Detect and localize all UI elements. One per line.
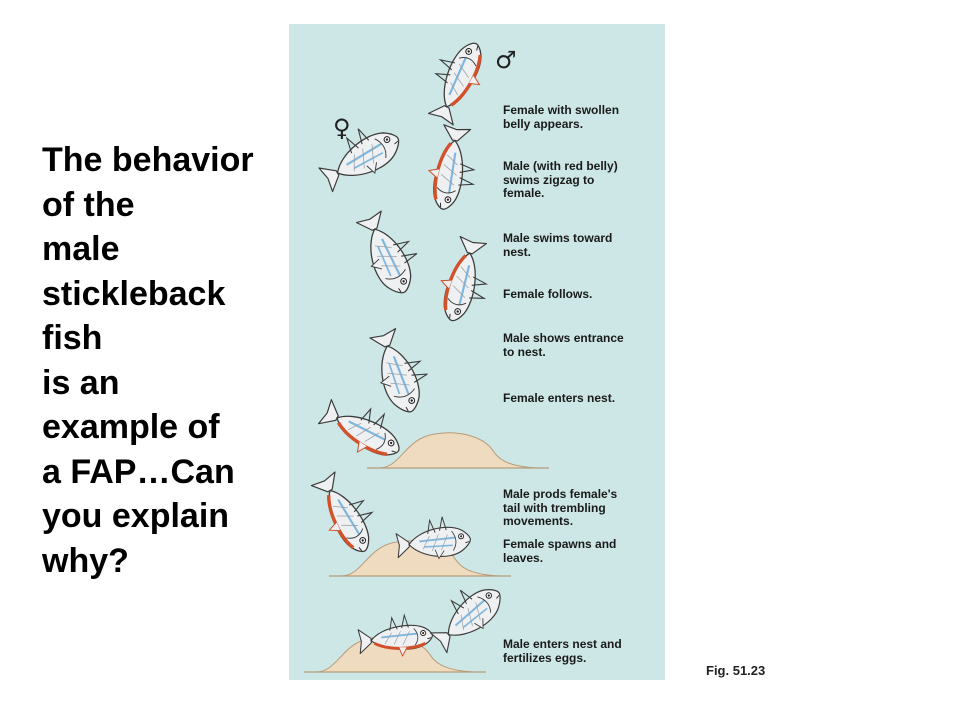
step-label: Male swims toward nest.: [503, 231, 613, 259]
slide-body-text: The behavior of the male stickleback fis…: [42, 138, 292, 583]
text-line: fish: [42, 319, 103, 357]
step-label: Male prods female's tail with trembling …: [503, 487, 618, 528]
female-fish-icon: [364, 322, 439, 420]
text-line: a FAP…Can: [42, 452, 235, 491]
male-fish-icon: [303, 464, 389, 563]
male-fish-icon: [430, 233, 500, 329]
text-line: of the: [42, 185, 135, 224]
text-line: stickleback: [42, 274, 226, 313]
text-line: The behavior: [42, 141, 254, 179]
text-line: male: [42, 230, 120, 268]
step-label: Female with swollen belly appears.: [503, 103, 620, 131]
step-label: Female spawns and leaves.: [503, 537, 617, 565]
text-line: you explain: [42, 497, 230, 535]
text-line: example of: [42, 408, 220, 446]
step-label: Female enters nest.: [503, 391, 616, 405]
step-label: Male enters nest and fertilizes eggs.: [503, 637, 622, 665]
figure-caption: Fig. 51.23: [706, 663, 766, 678]
female-symbol-icon: ♀: [333, 114, 351, 142]
female-fish-icon: [350, 203, 431, 302]
male-symbol-icon: ♂: [495, 46, 517, 74]
text-line: is an: [42, 363, 120, 402]
step-label: Female follows.: [503, 287, 593, 301]
male-fish-icon: [416, 31, 497, 130]
stickleback-figure: ♂ ♀ Female with swollen belly appears. M…: [289, 24, 665, 680]
female-fish-icon: [420, 571, 512, 658]
step-label: Male (with red belly) swims zigzag to fe…: [503, 159, 618, 200]
female-fish-icon: [310, 112, 409, 198]
text-line: why?: [42, 541, 129, 580]
male-fish-icon: [421, 121, 485, 216]
figure-illustration: ♂ ♀: [303, 31, 550, 673]
step-label: Male shows entrance to nest.: [503, 331, 624, 359]
